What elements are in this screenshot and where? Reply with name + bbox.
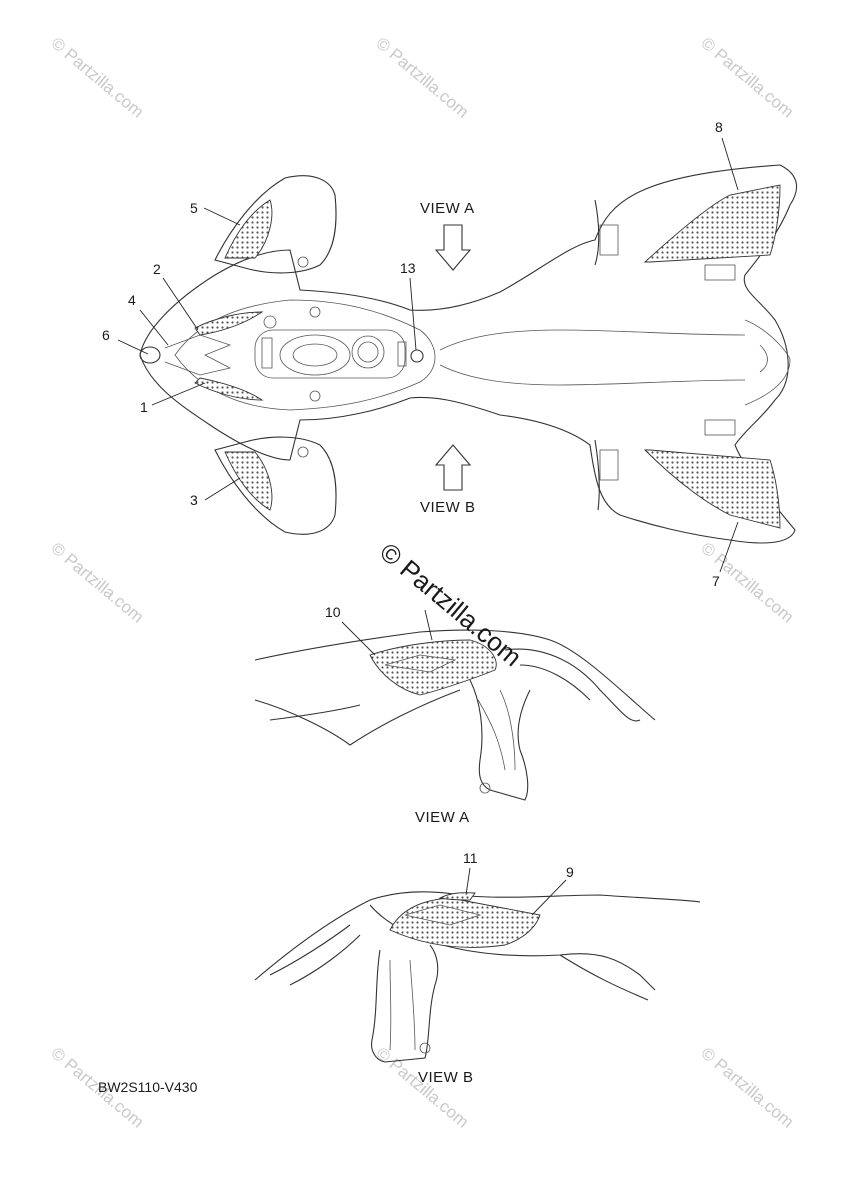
view-a-label: VIEW A [415,809,470,826]
watermark: © Partzilla.com [47,539,147,627]
callout-13: 13 [400,260,416,276]
callout-4: 5 [190,200,198,216]
callout-1: 1 [140,399,148,415]
top-view-b-label: VIEW B [420,499,476,516]
top-view-fender [139,164,798,544]
watermark: © Partzilla.com [697,1044,797,1132]
watermark: © Partzilla.com [697,34,797,122]
watermark: © Partzilla.com [47,34,147,122]
callout-11: 11 [463,850,478,866]
callout-6: 6 [102,327,110,343]
callout-9: 9 [566,864,574,880]
diagram-code: BW2S110-V430 [98,1079,198,1095]
callouts-top: 8 5 2 13 4 6 1 3 7 [102,119,739,589]
view-b-fender [254,891,701,1063]
view-a-fender [254,629,656,801]
callout-3: 3 [190,492,198,508]
callout-7: 7 [712,573,720,589]
callout-8: 8 [715,119,723,135]
top-view-a-label: VIEW A [420,200,475,217]
callout-2: 2 [153,261,161,277]
watermark: © Partzilla.com [372,1044,472,1132]
view-b-label: VIEW B [418,1069,474,1086]
watermark: © Partzilla.com [372,34,472,122]
callout-5: 4 [128,292,136,308]
callout-10: 10 [325,604,341,620]
view-arrows [434,224,472,491]
